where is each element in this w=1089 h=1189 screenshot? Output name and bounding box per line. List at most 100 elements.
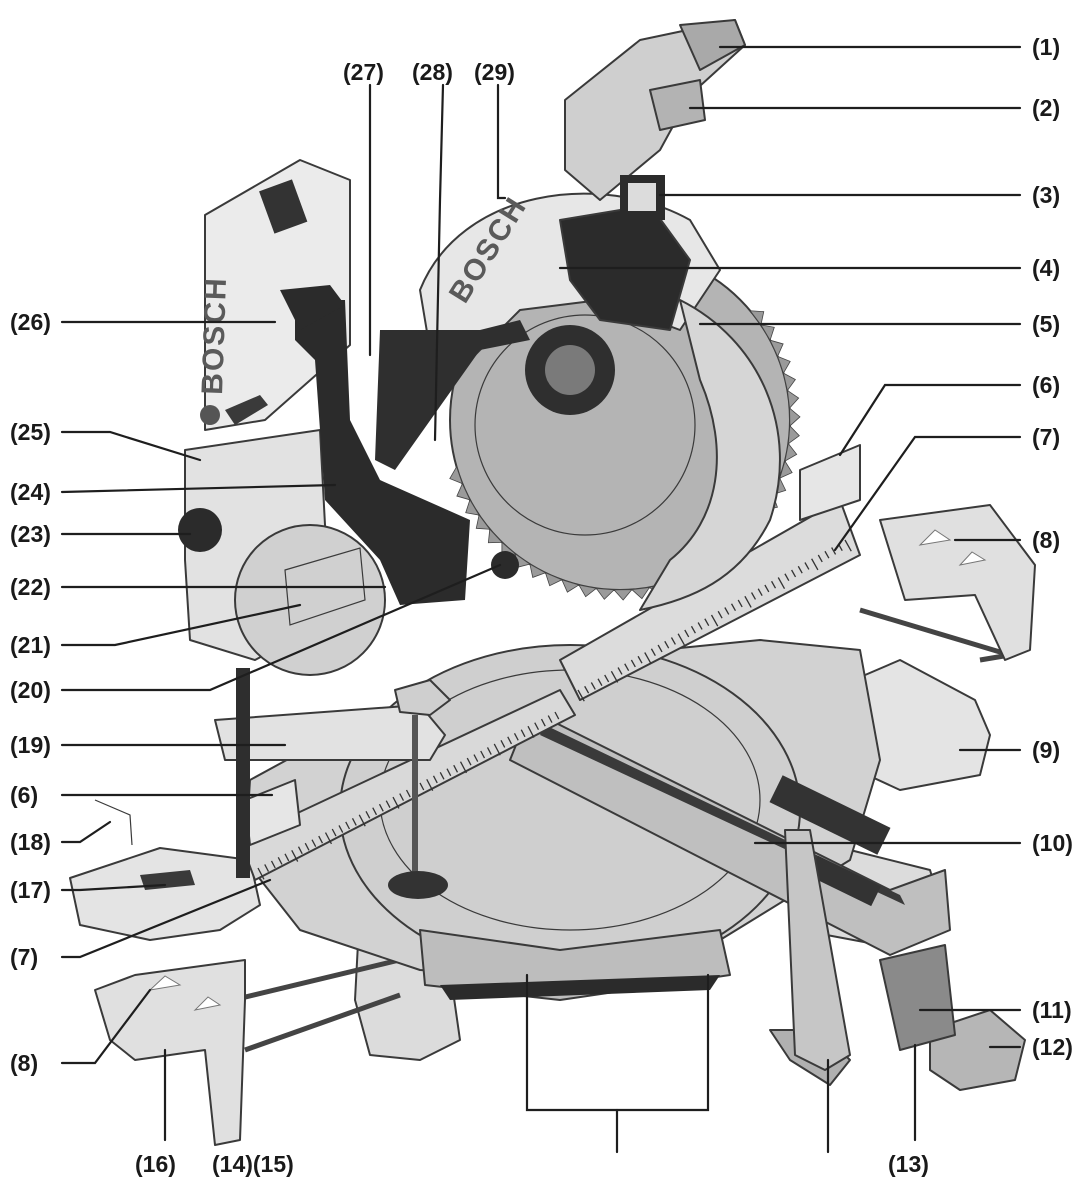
pin-18 — [94, 799, 133, 846]
scale-tick — [784, 573, 790, 582]
label-27: (27) — [343, 59, 384, 85]
scale-tick — [744, 595, 752, 608]
scale-tick — [270, 860, 276, 869]
scale-tick — [547, 715, 553, 723]
bracket-arrow-1 — [918, 529, 952, 546]
scale-tick — [704, 618, 710, 627]
scale-tick — [324, 832, 333, 845]
blade-tooth — [578, 584, 598, 598]
extension-rod-left-2 — [244, 992, 401, 1053]
label-23: (23) — [10, 521, 51, 547]
display-screen — [628, 183, 656, 211]
blade-tooth — [544, 572, 563, 587]
label-14-15: (14)(15) — [212, 1151, 294, 1177]
callout-labels: (1) (2) (3) (4) (5) (6) (7) (8) (9) (10)… — [10, 34, 1073, 1177]
clamp-post — [236, 668, 250, 878]
lower-guard-knob — [491, 551, 519, 579]
blade-tooth — [769, 339, 784, 358]
scale-tick — [527, 725, 535, 738]
scale-tick — [399, 793, 405, 801]
blade-tooth — [561, 579, 580, 593]
label-19: (19) — [10, 732, 51, 758]
scale-tick — [554, 711, 560, 720]
scale-tick — [791, 569, 797, 578]
blade-tooth — [786, 389, 800, 410]
stop-bracket-left — [94, 959, 246, 1146]
scale-tick — [277, 857, 283, 865]
scale-tick — [597, 678, 603, 687]
label-25: (25) — [10, 419, 51, 445]
scale-tick — [257, 867, 265, 880]
handle-grip — [679, 19, 746, 71]
scale-tick — [697, 622, 703, 630]
label-12: (12) — [1032, 1034, 1073, 1060]
bracket-arrow-4 — [193, 996, 222, 1011]
dust-elbow — [280, 285, 345, 330]
scale-tick — [405, 789, 411, 798]
scale-tick — [473, 754, 479, 762]
scale-tick — [617, 667, 623, 675]
scale-tick — [650, 648, 656, 657]
blade-tooth — [749, 310, 765, 326]
label-28: (28) — [412, 59, 453, 85]
scale-tick — [771, 580, 777, 589]
clamp-foot — [388, 871, 448, 899]
left-base-extension — [69, 847, 261, 941]
scale-tick — [311, 839, 317, 848]
label-6-left: (6) — [10, 782, 38, 808]
scale-tick — [318, 835, 324, 844]
scale-tick — [372, 807, 378, 816]
saw-blade-inner — [474, 314, 696, 536]
blade-tooth — [456, 482, 471, 501]
blade-tooth — [787, 425, 800, 445]
lock-block-11 — [879, 944, 956, 1051]
blade-tooth — [595, 587, 615, 600]
label-2: (2) — [1032, 95, 1060, 121]
blade-tooth — [487, 528, 503, 544]
label-4: (4) — [1032, 255, 1060, 281]
scale-tick — [717, 610, 723, 619]
scale-tick — [439, 771, 445, 780]
scale-tick — [500, 740, 506, 748]
scale-tick — [797, 565, 803, 574]
label-7-right: (7) — [1032, 424, 1060, 450]
insert-dark-pad-2 — [808, 855, 881, 907]
saw-illustration: BOSCH BOSCH — [69, 19, 1036, 1146]
scale-tick — [345, 821, 351, 830]
label-6-right: (6) — [1032, 372, 1060, 398]
tower-dark-insert — [259, 179, 308, 234]
scale-tick — [657, 644, 663, 653]
blade-tooth — [630, 586, 651, 600]
label-17: (17) — [10, 877, 51, 903]
scale-tick — [338, 825, 344, 833]
scale-tick — [419, 782, 425, 791]
label-24: (24) — [10, 479, 51, 505]
stop-bracket-right — [879, 504, 1036, 661]
label-11: (11) — [1032, 997, 1072, 1023]
scale-tick — [817, 554, 823, 563]
scale-tick — [459, 761, 468, 774]
label-5: (5) — [1032, 311, 1060, 337]
scale-tick — [670, 637, 676, 645]
blade-tooth — [529, 563, 547, 578]
scale-tick — [804, 562, 810, 570]
blade-tooth — [475, 514, 491, 530]
bevel-scale-dial — [234, 524, 386, 676]
scale-tick — [584, 685, 590, 694]
scale-tick — [824, 550, 830, 559]
scale-tick — [358, 814, 366, 827]
bracket-arrow-3 — [148, 975, 182, 991]
scale-tick — [644, 652, 652, 664]
scale-tick — [610, 670, 619, 683]
scale-tick — [690, 625, 696, 634]
scale-tick — [624, 663, 630, 672]
label-21: (21) — [10, 632, 51, 658]
scale-tick — [844, 539, 852, 552]
label-1: (1) — [1032, 34, 1060, 60]
label-16: (16) — [135, 1151, 176, 1177]
scale-tick — [297, 846, 303, 855]
label-8-left: (8) — [10, 1050, 38, 1076]
fence-scale-left — [257, 711, 560, 880]
scale-tick — [540, 718, 546, 727]
